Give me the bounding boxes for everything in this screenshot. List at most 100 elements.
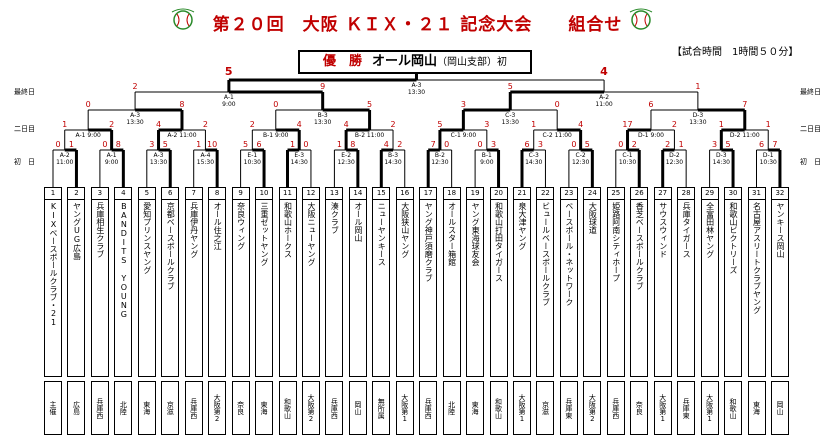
team-number: 1 (45, 188, 61, 200)
team-branch: 大阪第1 (513, 381, 531, 435)
score-day1: 2 (397, 140, 403, 149)
score-day2: 4 (578, 120, 584, 129)
match-id-day1: D-2 (669, 152, 680, 159)
score-day1: 0 (444, 140, 450, 149)
match-id-day1: E-3 (294, 152, 305, 159)
match-time-day1: 12:30 (431, 159, 449, 166)
match-id-day2-semi: A-3 (130, 112, 141, 119)
score-day1: 5 (584, 140, 590, 149)
score-day1: 1 (289, 140, 296, 149)
score-day2: 2 (671, 120, 677, 129)
match-time-final-day: 9:00 (222, 101, 236, 108)
team-branch: 兵庫西 (90, 381, 109, 435)
match-label-day2: A-1 9:00 (75, 132, 101, 139)
team-name: 三重ゼットヤング (260, 202, 270, 266)
match-id-day1: C-1 (622, 152, 633, 159)
match-time-day1: 15:30 (196, 159, 215, 166)
team-branch: 兵庫東 (559, 381, 578, 435)
match-time-final-day: 11:00 (595, 101, 613, 108)
team-number: 11 (279, 188, 296, 200)
score-day1: 0 (477, 140, 483, 149)
score-day2: 2 (202, 120, 208, 129)
match-id-day2-semi: C-3 (505, 112, 516, 119)
team-number: 28 (678, 188, 695, 200)
team-branch: 大阪第1 (395, 381, 414, 435)
team-name: 和歌山打田タイガース (494, 202, 504, 282)
team-number: 14 (349, 188, 366, 200)
team-number: 7 (185, 188, 202, 200)
team-branch: 奈良 (630, 381, 649, 435)
team-name: ヤング東海球友会 (471, 202, 481, 266)
team-branch: 和歌山 (724, 381, 743, 435)
score-day1: 4 (383, 140, 389, 149)
team-branch: 大阪第1 (700, 381, 719, 435)
team-name: ヤングUG広島 (72, 202, 82, 260)
score-day2: 4 (155, 120, 162, 129)
team-name: ヤンキース岡山 (775, 202, 785, 258)
team-number: 19 (467, 188, 484, 200)
match-label-day2: A-2 11:00 (167, 132, 197, 139)
score-day1: 0 (303, 140, 309, 149)
champion-team: オール岡山 (372, 54, 438, 69)
team-branch: 東海 (747, 381, 766, 435)
match-label-day2: C-1 9:00 (450, 132, 477, 139)
team-number: 30 (725, 188, 742, 200)
match-label-day2: B-1 9:00 (263, 132, 289, 139)
team-branch: 大阪第2 (583, 381, 602, 435)
score-day2-semi: 0 (273, 100, 279, 109)
score-day1: 0 (102, 140, 108, 149)
team-number: 31 (748, 188, 765, 200)
team-branch: 主催 (44, 381, 62, 435)
match-time-day1: 11:00 (56, 159, 74, 166)
team-name: 姫路阿南シティホープ (611, 202, 621, 282)
score-day2-semi: 3 (460, 100, 466, 109)
score-day2-semi: 8 (179, 100, 185, 109)
team-cell: 19 ヤング東海球友会 (466, 187, 485, 377)
match-id-day1: E-2 (341, 152, 352, 159)
score-final-day: 1 (695, 82, 701, 91)
row-label-day1-right: 初 日 (800, 158, 821, 166)
team-name: ベースボール・ネットワーク (564, 202, 574, 306)
team-number: 16 (396, 188, 413, 200)
match-time-day1: 9:00 (104, 159, 119, 166)
team-name: オールスター箱館 (447, 202, 457, 266)
score-day1: 6 (758, 140, 765, 149)
match-time-day1: 12:30 (665, 159, 684, 166)
score-day1: 3 (537, 140, 543, 149)
row-label-day1: 初 日 (14, 158, 35, 166)
team-branch: 奈良 (231, 381, 250, 435)
score-day1: 8 (350, 140, 356, 149)
team-number: 22 (537, 188, 554, 200)
champion-branch: （岡山支部） (437, 57, 498, 68)
row-label-final-right: 最終日 (800, 88, 821, 96)
match-label-day2: C-2 11:00 (542, 132, 572, 139)
score-final-day: 2 (132, 82, 138, 91)
match-time-day1: 12:30 (571, 159, 590, 166)
score-day1: 5 (243, 140, 249, 149)
match-id-final: A-3 (411, 82, 422, 89)
score-day1: 6 (524, 140, 530, 149)
team-number: 15 (373, 188, 390, 200)
team-branch: 和歌山 (278, 381, 297, 435)
match-time-day2-semi: 13:30 (501, 119, 519, 126)
team-name: 全富田林ヤング (705, 202, 715, 258)
match-id-final-day: A-1 (223, 94, 234, 101)
team-branch: 兵庫東 (677, 381, 696, 435)
match-id-day2-semi: D-3 (692, 112, 704, 119)
